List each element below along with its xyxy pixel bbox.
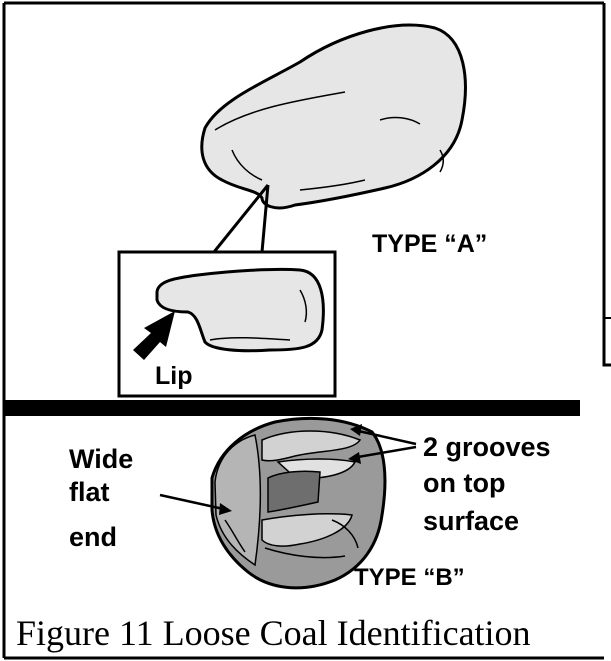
grooves-note: 2 grooves on top surface [423,432,558,536]
wide-note-line-3: end [69,522,117,552]
type-b-rock [212,418,385,587]
adjacent-panel-edge [604,3,611,365]
lip-label: Lip [155,362,193,390]
grooves-note-line-3: surface [423,506,519,536]
grooves-note-line-1: 2 grooves [423,432,551,462]
wide-note-line-1: Wide [69,444,133,474]
divider-bar [4,400,580,416]
grooves-note-line-2: on top [423,468,505,498]
wide-note-line-2: flat [69,477,110,507]
type-b-label: TYPE “B” [354,564,465,591]
figure-caption: Figure 11 Loose Coal Identification [16,613,531,653]
wide-flat-end-note: Wide flat end [69,444,141,552]
type-a-rock [202,25,466,208]
type-a-label: TYPE “A” [372,230,487,258]
callout-wedge [214,185,268,252]
